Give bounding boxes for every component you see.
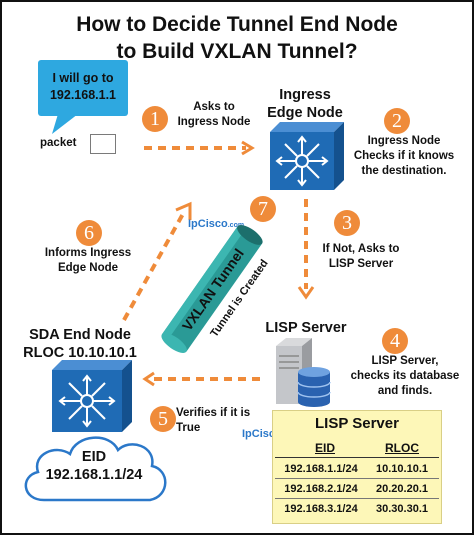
lisp-table-cell: 20.20.20.1	[376, 483, 428, 495]
lisp-server-label: LISP Server	[265, 320, 347, 336]
title-line-1: How to Decide Tunnel End Node	[76, 13, 398, 36]
lisp-table-cell: 192.168.2.1/24	[284, 483, 358, 495]
ingress-line-1: Ingress	[279, 87, 331, 103]
step-3-label: If Not, Asks to LISP Server	[314, 242, 408, 272]
speech-bubble: I will go to 192.168.1.1	[38, 60, 128, 116]
step-1-circle: 1	[142, 106, 168, 132]
lisp-table-cell: 10.10.10.1	[376, 463, 428, 475]
step-4-line-2: checks its database	[350, 370, 460, 382]
lisp-table-header-rloc: RLOC	[385, 441, 419, 455]
step-2-line-2: Checks if it knows	[353, 150, 455, 162]
step-1-label: Asks to Ingress Node	[174, 100, 254, 130]
step-5-line-1: Verifies if it is	[176, 407, 251, 419]
arrow-packet-to-ingress	[144, 140, 255, 156]
step-6-circle: 6	[76, 220, 102, 246]
step-1-line-2: Ingress Node	[177, 116, 251, 128]
step-5-label: Verifies if it is True	[176, 406, 262, 436]
watermark-bottom-brand: IpCisco	[242, 428, 282, 440]
lisp-table-header-eid: EID	[314, 441, 335, 455]
cloud-line-1: EID	[81, 449, 107, 465]
arrow-ingress-to-lisp	[297, 199, 315, 300]
step-2-circle: 2	[384, 108, 410, 134]
bubble-line-2: 192.168.1.1	[49, 88, 117, 102]
lisp-table-cell: 192.168.3.1/24	[284, 503, 358, 515]
step-4-circle: 4	[382, 328, 408, 354]
sda-line-1: SDA End Node	[29, 327, 131, 343]
eid-cloud	[24, 436, 167, 502]
sda-line-2: RLOC 10.10.10.1	[23, 345, 137, 361]
watermark-top-brand: IpCisco	[188, 218, 228, 230]
arrow-lisp-to-sda	[142, 371, 264, 387]
bubble-tail	[52, 114, 78, 134]
watermark-top: IpCisco.com	[188, 218, 244, 230]
step-2-line-3: the destination.	[361, 165, 447, 177]
step-4-line-3: and finds.	[377, 385, 433, 397]
step-1-line-1: Asks to	[193, 101, 235, 113]
tunnel-label: VXLAN Tunnel	[179, 246, 247, 334]
packet-label: packet	[40, 137, 77, 149]
step-5-line-2: True	[176, 422, 201, 434]
step-2-label: Ingress Node Checks if it knows the dest…	[348, 134, 460, 179]
cloud-line-2: 192.168.1.1/24	[45, 467, 143, 483]
packet-box	[90, 134, 116, 154]
step-7-circle: 7	[250, 196, 276, 222]
arrow-sda-to-ingress	[122, 201, 192, 321]
step-4-label: LISP Server, checks its database and fin…	[346, 354, 464, 399]
lisp-table-cell: 192.168.1.1/24	[284, 463, 358, 475]
step-2-line-1: Ingress Node	[367, 135, 441, 147]
ingress-label: Ingress Edge Node	[260, 86, 350, 122]
bubble-line-1: I will go to	[52, 71, 114, 85]
step-6-line-2: Edge Node	[57, 262, 119, 274]
title-line-2: to Build VXLAN Tunnel?	[116, 40, 358, 63]
lisp-table-divider	[275, 498, 439, 499]
lisp-table-title: LISP Server	[315, 415, 399, 432]
lisp-server-icon	[276, 338, 331, 407]
sda-label: SDA End Node RLOC 10.10.10.1	[20, 326, 140, 362]
cloud-label: EID 192.168.1.1/24	[32, 448, 156, 484]
step-3-circle: 3	[334, 210, 360, 236]
step-6-line-1: Informs Ingress	[44, 247, 132, 259]
step-4-line-1: LISP Server,	[371, 355, 439, 367]
sda-router-icon	[52, 360, 132, 432]
watermark-top-suffix: .com	[227, 222, 245, 229]
step-3-line-2: LISP Server	[328, 258, 394, 270]
lisp-table-cell: 30.30.30.1	[376, 503, 428, 515]
step-6-label: Informs Ingress Edge Node	[38, 246, 138, 276]
step-3-line-1: If Not, Asks to	[322, 243, 400, 255]
lisp-table-divider	[275, 457, 439, 458]
step-5-circle: 5	[150, 406, 176, 432]
lisp-table-divider	[275, 478, 439, 479]
ingress-line-2: Edge Node	[267, 105, 343, 121]
vxlan-tunnel: VXLAN Tunnel Tunnel is Created	[161, 225, 271, 353]
lisp-table: LISP Server EID RLOC 192.168.1.1/24 10.1…	[272, 410, 442, 524]
ingress-router-icon	[270, 122, 344, 190]
